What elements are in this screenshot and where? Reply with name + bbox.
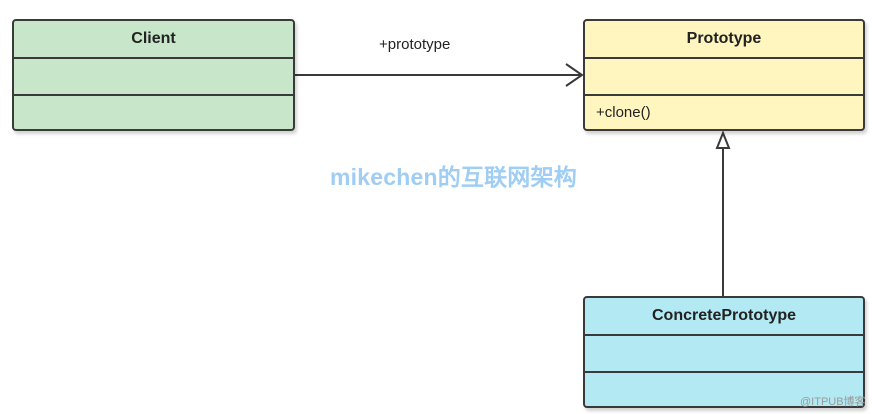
association-arrowhead-icon: [565, 63, 584, 87]
inheritance-arrow: [715, 130, 731, 296]
inheritance-triangle-icon: [715, 130, 731, 149]
association-arrow: [295, 63, 584, 87]
watermark-text: mikechen的互联网架构: [330, 164, 577, 190]
source-watermark: @ITPUB博客: [800, 396, 866, 408]
class-prototype[interactable]: Prototype +clone(): [583, 19, 865, 131]
class-concrete-prototype-name: ConcretePrototype: [651, 307, 797, 324]
class-client-attributes: [14, 57, 293, 94]
class-concrete-prototype[interactable]: ConcretePrototype: [583, 296, 865, 408]
class-prototype-name: Prototype: [686, 30, 762, 47]
class-concrete-prototype-methods: [585, 371, 863, 406]
class-prototype-methods: +clone(): [585, 94, 863, 129]
class-concrete-prototype-attributes: [585, 334, 863, 371]
association-label: +prototype: [379, 36, 451, 53]
class-client-name: Client: [131, 30, 176, 47]
class-prototype-attributes: [585, 57, 863, 94]
class-client[interactable]: Client: [12, 19, 295, 131]
class-client-methods: [14, 94, 293, 129]
